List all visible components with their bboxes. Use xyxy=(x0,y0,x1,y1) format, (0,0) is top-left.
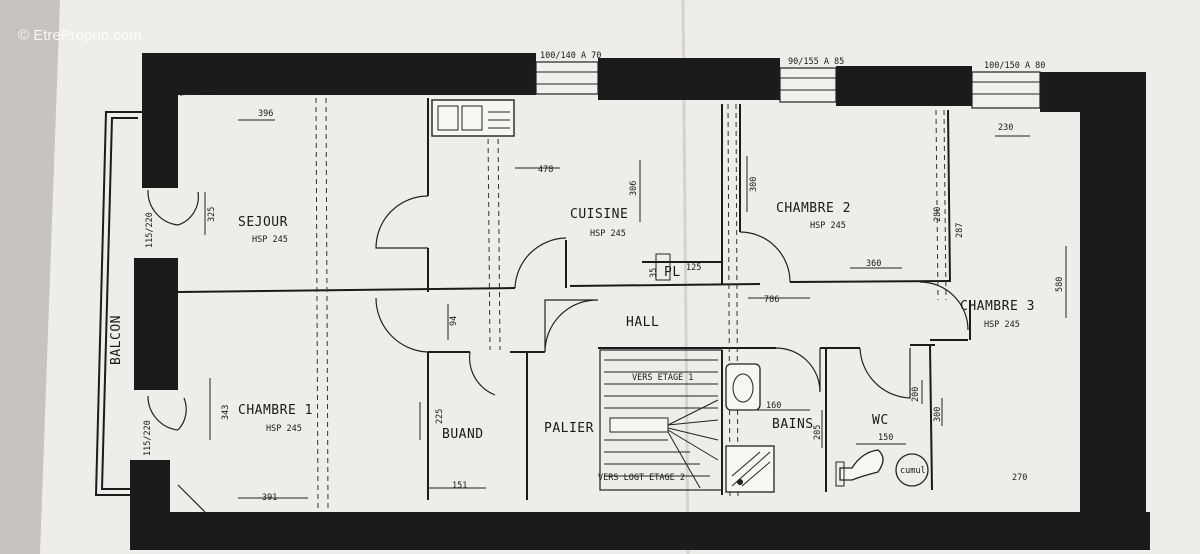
room-hall-name: HALL xyxy=(626,315,659,330)
dimension-label: 160 xyxy=(766,401,781,411)
room-pl-name: PL xyxy=(664,265,681,280)
dashed-lines xyxy=(315,97,947,509)
dimension-label: 580 xyxy=(1055,277,1065,292)
balcony-door-label-1: 115/220 xyxy=(145,212,155,248)
dimension-label: 150 xyxy=(878,433,893,443)
pl-closet-marker xyxy=(655,253,671,281)
room-chambre3-name: CHAMBRE 3 xyxy=(960,299,1035,314)
dimension-label: 35 xyxy=(649,268,659,278)
cumulus-label: cumul xyxy=(900,466,926,476)
staircase xyxy=(599,349,723,491)
interior-walls xyxy=(177,98,1111,500)
room-palier-name: PALIER xyxy=(544,421,594,436)
dimension-label: 786 xyxy=(764,295,779,305)
window-label-3: 100/150 A 80 xyxy=(984,61,1045,71)
dimension-label: 270 xyxy=(1012,473,1027,483)
dimension-label: 94 xyxy=(449,316,459,326)
exterior-walls xyxy=(130,53,1150,550)
dimension-label: 360 xyxy=(866,259,881,269)
balcony-label: BALCON xyxy=(109,315,124,365)
bathroom-fixtures xyxy=(725,363,929,493)
dimension-label: 230 xyxy=(998,123,1013,133)
dimension-label: 280 xyxy=(933,207,943,222)
stairs-down-label: VERS LOGT ETAGE 2 xyxy=(598,473,685,483)
windows xyxy=(535,61,1041,109)
room-chambre2-name: CHAMBRE 2 xyxy=(776,201,851,216)
room-sejour-name: SEJOUR xyxy=(238,215,288,230)
dimension-label: 300 xyxy=(933,407,943,422)
window-label-1: 100/140 A 70 xyxy=(540,51,601,61)
balcony xyxy=(94,111,142,496)
dimension-label: 151 xyxy=(452,481,467,491)
watermark: © EtreProprio.com xyxy=(18,27,142,44)
room-chambre3-hsp: HSP 245 xyxy=(984,320,1020,330)
paper-sheet xyxy=(40,0,1200,554)
dimension-label: 391 xyxy=(262,493,277,503)
room-cuisine-hsp: HSP 245 xyxy=(590,229,626,239)
dimension-label: 125 xyxy=(686,263,701,273)
room-wc-name: WC xyxy=(872,413,889,428)
dimension-label: 343 xyxy=(221,405,231,420)
dimension-label: 396 xyxy=(258,109,273,119)
room-cuisine-name: CUISINE xyxy=(570,207,628,222)
dimension-label: 300 xyxy=(749,177,759,192)
door-swings xyxy=(147,89,969,513)
dimension-label: 200 xyxy=(911,387,921,402)
stairs-up-label: VERS ETAGE 1 xyxy=(632,373,693,383)
dimension-arrows xyxy=(204,119,1067,499)
window-label-2: 90/155 A 85 xyxy=(788,57,844,67)
dimension-label: 205 xyxy=(813,425,823,440)
room-chambre1-name: CHAMBRE 1 xyxy=(238,403,313,418)
dimension-label: 287 xyxy=(955,223,965,238)
dimension-label: 306 xyxy=(629,181,639,196)
room-chambre2-hsp: HSP 245 xyxy=(810,221,846,231)
dimension-label: 478 xyxy=(538,165,553,175)
balcony-door-label-2: 115/220 xyxy=(143,420,153,456)
dimension-label: 325 xyxy=(207,207,217,222)
room-bains-name: BAINS xyxy=(772,417,814,432)
room-chambre1-hsp: HSP 245 xyxy=(266,424,302,434)
room-sejour-hsp: HSP 245 xyxy=(252,235,288,245)
room-buand-name: BUAND xyxy=(442,427,484,442)
kitchen-sink xyxy=(431,99,515,137)
dimension-label: 225 xyxy=(435,409,445,424)
